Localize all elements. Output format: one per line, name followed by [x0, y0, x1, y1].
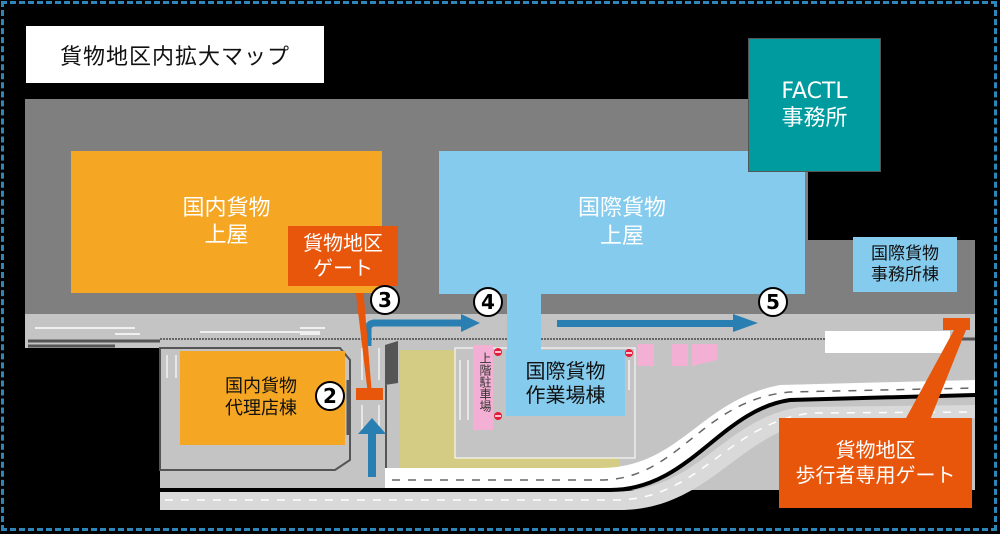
international-cargo-terminal[interactable]: 国際貨物 上屋 — [439, 151, 805, 294]
domestic-agent-line1: 国内貨物 — [225, 375, 297, 397]
factl-office-callout[interactable]: FACTL 事務所 — [748, 38, 881, 172]
marker-4[interactable]: 4 — [473, 287, 503, 317]
pedestrian-gate-marker — [943, 318, 970, 330]
map-title: 貨物地区内拡大マップ — [26, 26, 324, 83]
cargo-gate-line1: 貨物地区 — [303, 231, 383, 255]
cargo-gate-marker — [356, 388, 383, 400]
domestic-agent-line2: 代理店棟 — [225, 398, 297, 419]
pedestrian-gate-line2: 歩行者専用ゲート — [795, 463, 956, 487]
international-office-line1: 国際貨物 — [871, 244, 939, 265]
marker-3[interactable]: 3 — [370, 285, 400, 315]
marker-5[interactable]: 5 — [758, 287, 788, 317]
domestic-cargo-terminal-line2: 上屋 — [204, 223, 249, 248]
international-work-building[interactable]: 国際貨物 作業場棟 — [506, 350, 625, 416]
pedestrian-gate-callout[interactable]: 貨物地区 歩行者専用ゲート — [779, 418, 972, 508]
cargo-gate-line2: ゲート — [313, 256, 373, 280]
international-office-building[interactable]: 国際貨物 事務所棟 — [853, 237, 957, 292]
domestic-cargo-terminal-line1: 国内貨物 — [182, 195, 271, 221]
pedestrian-gate-line1: 貨物地区 — [835, 438, 916, 462]
factl-office-line2: 事務所 — [781, 106, 848, 131]
cargo-gate-callout[interactable]: 貨物地区 ゲート — [288, 226, 398, 286]
international-work-line1: 国際貨物 — [525, 359, 606, 383]
domestic-cargo-terminal[interactable]: 国内貨物 上屋 — [71, 151, 382, 293]
international-cargo-terminal-line2: 上屋 — [599, 223, 644, 249]
factl-office-line1: FACTL — [781, 78, 848, 104]
international-cargo-terminal-line1: 国際貨物 — [577, 196, 666, 221]
parking-upper-label[interactable]: 上階駐車場 — [478, 352, 492, 412]
international-work-line2: 作業場棟 — [525, 383, 606, 407]
international-office-line2: 事務所棟 — [871, 264, 939, 285]
marker-2[interactable]: 2 — [315, 381, 345, 411]
international-cargo-terminal-shape — [439, 151, 805, 294]
